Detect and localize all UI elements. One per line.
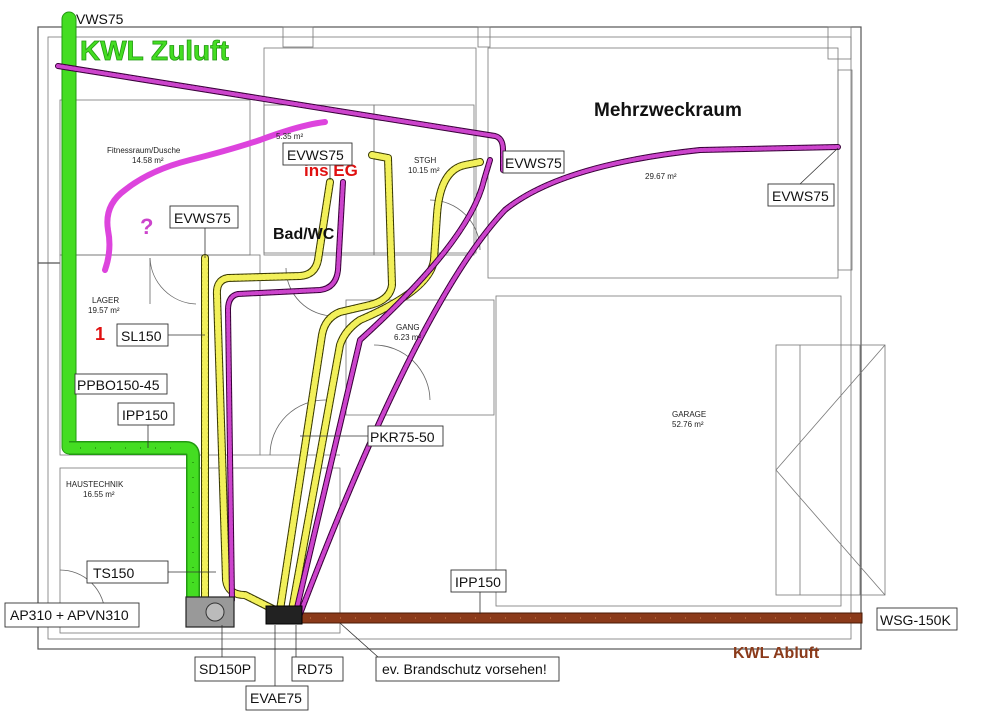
label-ins-eg: ins EG — [304, 161, 358, 180]
distributor-box — [265, 605, 303, 625]
label-pkr: PKR75-50 — [370, 429, 435, 445]
label-mzr-m2: 29.67 m² — [645, 172, 677, 181]
label-rd75: RD75 — [297, 661, 333, 677]
label-stgh-m2: 10.15 m² — [408, 166, 440, 175]
label-gang-m2: 6.23 m² — [394, 333, 421, 342]
label-haustechnik-m2: 16.55 m² — [83, 490, 115, 499]
label-haustechnik: HAUSTECHNIK — [66, 480, 124, 489]
label-ap310: AP310 + APVN310 — [10, 607, 129, 623]
label-evae75: EVAE75 — [250, 690, 302, 706]
label-ts150: TS150 — [93, 565, 134, 581]
label-kwl-abluft: KWL Abluft — [733, 645, 820, 662]
label-brandschutz: ev. Brandschutz vorsehen! — [382, 661, 547, 677]
label-ipp150-a: IPP150 — [122, 407, 168, 423]
label-stgh: STGH — [414, 156, 436, 165]
label-vws75-top: VWS75 — [76, 11, 124, 27]
freehand-duct-sketch — [102, 119, 328, 273]
zuluft-duct-vertical — [61, 11, 77, 455]
label-evws75-b: EVWS75 — [505, 155, 562, 171]
label-fitness-name: Fitnessraum/Dusche — [107, 146, 181, 155]
label-evws75-c: EVWS75 — [772, 188, 829, 204]
label-one: 1 — [95, 324, 105, 344]
label-sd150p: SD150P — [199, 661, 251, 677]
label-sl150: SL150 — [121, 328, 162, 344]
label-wsg: WSG-150K — [880, 612, 951, 628]
label-fitness-area: 5.35 m² — [276, 132, 303, 141]
label-evws75-a: EVWS75 — [287, 147, 344, 163]
label-lager: LAGER — [92, 296, 119, 305]
label-lager-m2: 19.57 m² — [88, 306, 120, 315]
label-mehrzweckraum: Mehrzweckraum — [594, 100, 742, 121]
label-ipp150-b: IPP150 — [455, 574, 501, 590]
label-question: ? — [140, 214, 153, 239]
room-labels: VWS75 KWL Zuluft Mehrzweckraum 5.35 m² F… — [66, 11, 820, 662]
label-garage-m2: 52.76 m² — [672, 420, 704, 429]
label-ppbo: PPBO150-45 — [77, 377, 160, 393]
duct-network — [55, 11, 863, 628]
label-fitness-m2: 14.58 m² — [132, 156, 164, 165]
label-evws75-d: EVWS75 — [174, 210, 231, 226]
component-labels: EVWS75 EVWS75 EVWS75 EVWS75 SL150 PPBO15… — [4, 142, 958, 711]
label-bad-wc: Bad/WC — [273, 226, 335, 243]
label-kwl-zuluft: KWL Zuluft — [80, 35, 229, 66]
label-garage: GARAGE — [672, 410, 706, 419]
abluft-duct — [289, 612, 863, 624]
label-gang: GANG — [396, 323, 420, 332]
